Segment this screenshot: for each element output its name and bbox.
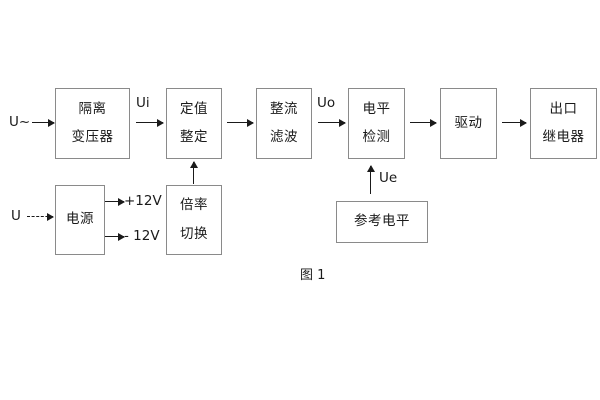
- block-multiplier-switch[interactable]: 倍率 切换: [166, 185, 222, 255]
- arrow-input-to-power-supply: [27, 216, 53, 217]
- block-rectify-filter-line2: 滤波: [270, 129, 298, 145]
- arrow-reference-level-to-level-detection: [370, 166, 372, 194]
- block-setting-value-line2: 整定: [180, 129, 208, 145]
- block-power-supply[interactable]: 电源: [55, 185, 105, 255]
- arrow-multiplier-switch-to-setting-value: [193, 162, 195, 184]
- rail-label-negative: - 12V: [124, 228, 160, 244]
- input-label-u-dc: U: [11, 208, 21, 224]
- block-setting-value[interactable]: 定值 整定: [166, 88, 222, 159]
- figure-caption: 图 1: [300, 268, 326, 283]
- block-reference-level[interactable]: 参考电平: [336, 201, 428, 243]
- signal-label-uo: Uo: [317, 95, 336, 111]
- arrow-rectify-filter-to-level-detection: [318, 122, 345, 124]
- block-isolation-transformer[interactable]: 隔离 变压器: [55, 88, 130, 159]
- block-rectify-filter[interactable]: 整流 滤波: [256, 88, 312, 159]
- arrow-rail-positive: [105, 201, 124, 203]
- rail-label-positive: +12V: [124, 193, 162, 209]
- signal-label-ui: Ui: [136, 95, 150, 111]
- arrow-rail-negative: [105, 236, 124, 238]
- block-drive[interactable]: 驱动: [440, 88, 497, 159]
- block-isolation-transformer-line1: 隔离: [78, 100, 107, 117]
- block-multiplier-switch-line2: 切换: [180, 225, 208, 242]
- block-drive-line1: 驱动: [454, 114, 483, 131]
- arrow-isolation-transformer-to-setting-value: [136, 122, 163, 124]
- block-reference-level-line1: 参考电平: [354, 213, 410, 230]
- block-level-detection-line2: 检测: [362, 129, 391, 145]
- block-rectify-filter-line1: 整流: [270, 100, 298, 117]
- block-power-supply-line1: 电源: [66, 211, 94, 228]
- arrow-setting-value-to-rectify-filter: [227, 122, 253, 124]
- block-multiplier-switch-line1: 倍率: [180, 197, 208, 213]
- arrow-level-detection-to-drive: [410, 122, 436, 124]
- signal-label-ue: Ue: [379, 170, 398, 186]
- block-isolation-transformer-line2: 变压器: [71, 129, 114, 145]
- block-output-relay-line2: 继电器: [542, 129, 585, 145]
- input-label-u-ac: U~: [9, 114, 31, 130]
- arrow-drive-to-output-relay: [502, 122, 526, 124]
- block-setting-value-line1: 定值: [180, 100, 208, 117]
- block-output-relay-line1: 出口: [549, 100, 578, 117]
- block-level-detection-line1: 电平: [362, 100, 391, 117]
- arrow-input-to-isolation-transformer: [32, 122, 54, 124]
- block-output-relay[interactable]: 出口 继电器: [530, 88, 597, 159]
- block-level-detection[interactable]: 电平 检测: [348, 88, 405, 159]
